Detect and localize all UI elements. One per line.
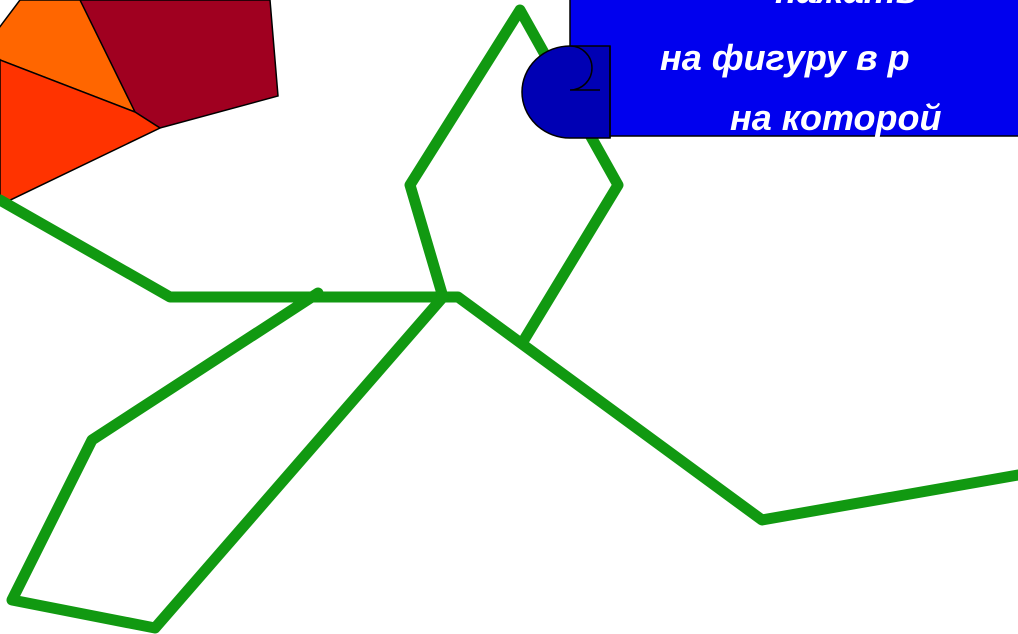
flower-petals xyxy=(0,0,278,205)
green-line-left xyxy=(0,200,1018,520)
scroll-text-line1: нажать xyxy=(775,0,917,11)
scroll-text-line3: на которой xyxy=(730,97,942,138)
scroll-banner[interactable]: нажать на фигуру в р на которой xyxy=(522,0,1018,138)
scroll-roll xyxy=(522,46,610,138)
green-loop-bottom xyxy=(12,293,443,628)
scroll-text-line2: на фигуру в р xyxy=(660,37,910,78)
